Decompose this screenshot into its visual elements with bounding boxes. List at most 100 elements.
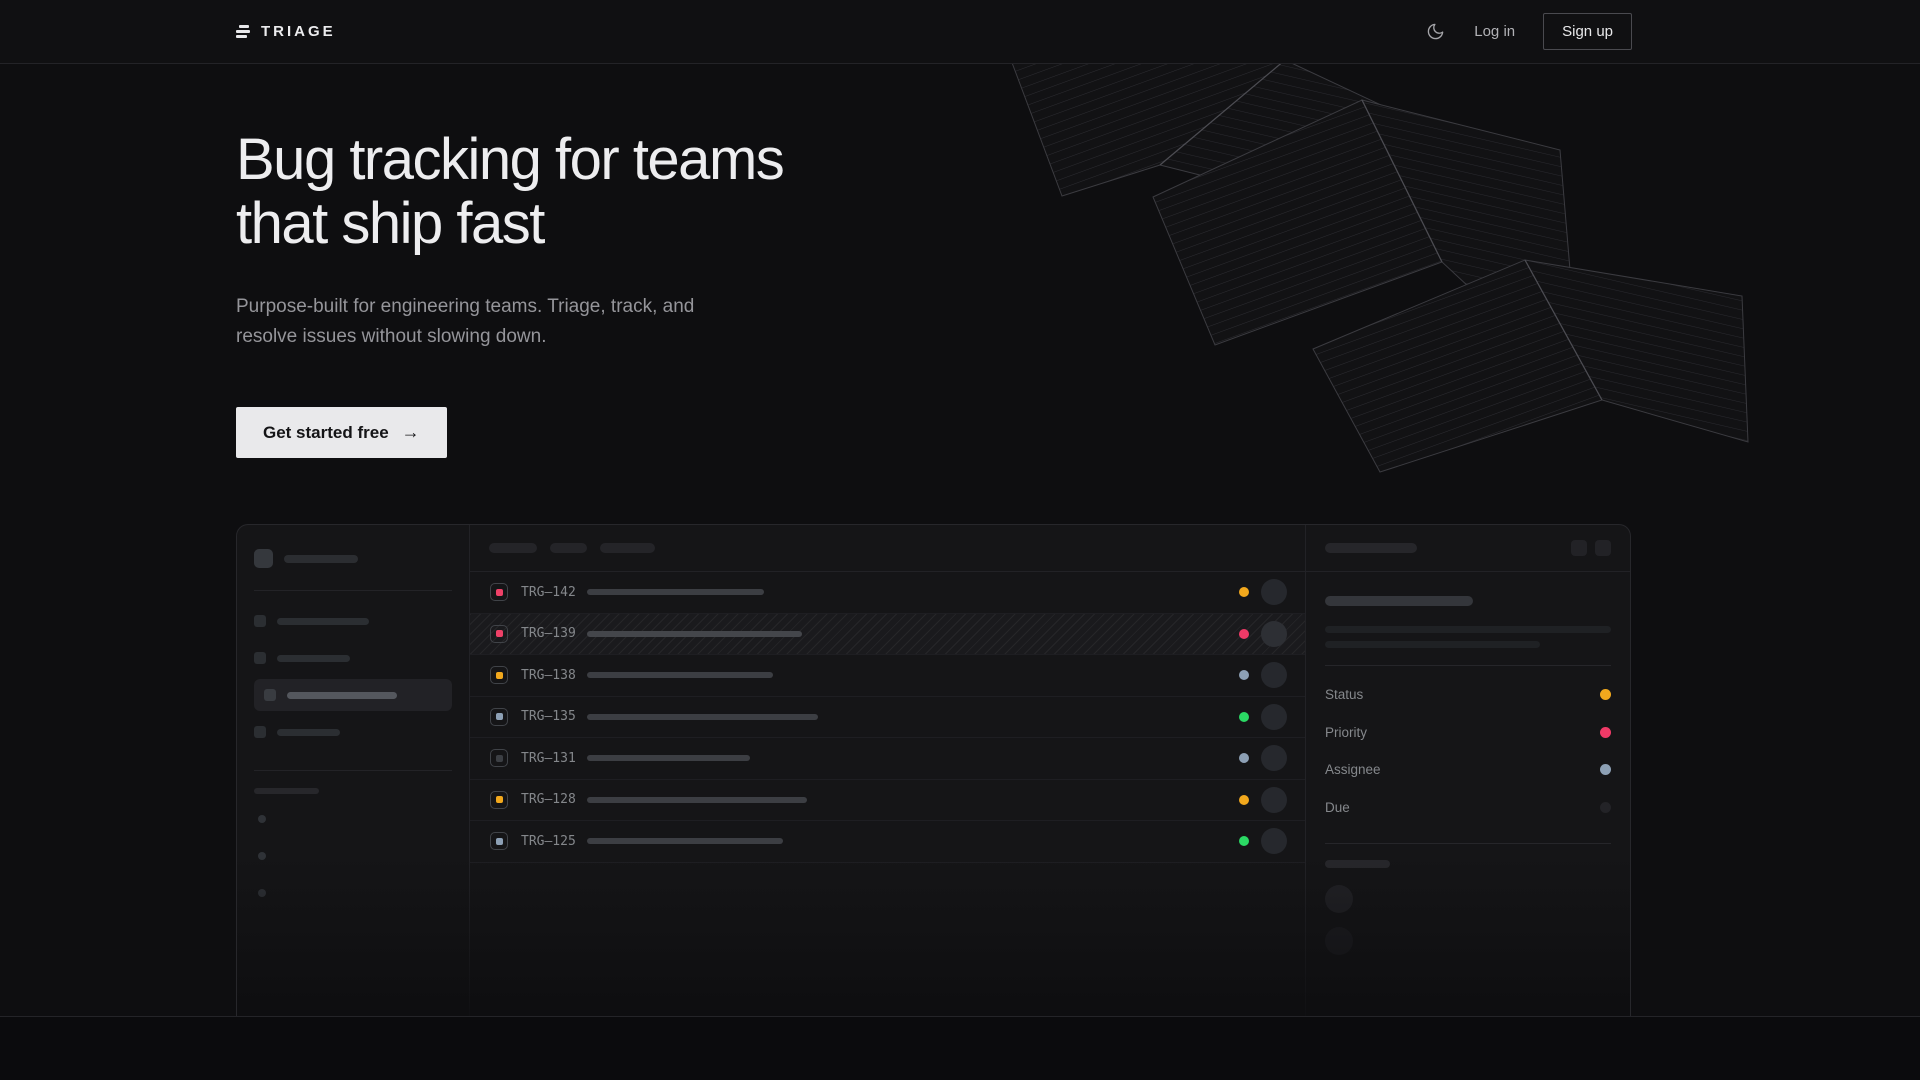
get-started-label: Get started free	[263, 422, 389, 442]
next-section-strip	[0, 1016, 1920, 1080]
issue-type-icon	[490, 707, 508, 726]
issue-title-skeleton	[587, 796, 807, 803]
sidebar-item-skeleton	[244, 716, 462, 748]
field-value-dot	[1600, 689, 1611, 701]
skeleton-bar	[277, 728, 340, 736]
skeleton-bar	[287, 691, 397, 699]
nav-actions: Log in Sign up	[1426, 13, 1632, 50]
arrow-right-icon: →	[401, 422, 420, 442]
detail-panel-body: Status Priority Assignee Due	[1306, 572, 1630, 955]
sidebar-item-icon	[264, 689, 276, 701]
divider	[1325, 665, 1611, 666]
skeleton-pill	[489, 543, 537, 553]
top-navigation: TRIAGE Log in Sign up	[0, 0, 1920, 64]
issue-id: TRG–139	[521, 626, 576, 642]
issue-id: TRG–125	[521, 833, 576, 849]
assignee-avatar	[1261, 828, 1287, 855]
issue-row: TRG–128	[470, 780, 1305, 821]
field-label: Priority	[1325, 724, 1368, 740]
skeleton-bar	[1325, 860, 1390, 868]
detail-fields: Status Priority Assignee Due	[1325, 676, 1611, 826]
list-bullet-dot	[258, 889, 266, 897]
field-value-dot	[1600, 764, 1611, 776]
issue-type-color	[495, 796, 503, 804]
avatar	[1325, 927, 1353, 955]
skeleton-bar	[1325, 641, 1540, 648]
issue-type-icon	[490, 666, 508, 685]
skeleton-bar	[1325, 596, 1473, 606]
issue-title-skeleton	[587, 755, 750, 762]
workspace-icon	[254, 549, 273, 568]
divider	[254, 590, 452, 591]
issue-rows: TRG–142 TRG–139	[470, 572, 1305, 863]
panel-action-icon	[1595, 540, 1611, 556]
brand-name: TRIAGE	[261, 23, 336, 40]
issue-type-icon	[490, 624, 508, 643]
issue-type-icon	[490, 790, 508, 809]
issue-type-color	[495, 671, 503, 679]
sidebar-item-skeleton	[244, 605, 462, 637]
issue-status-dot	[1239, 670, 1249, 681]
issue-id: TRG–135	[521, 709, 576, 725]
issue-status-dot	[1239, 794, 1249, 805]
detail-field-row: Assignee	[1325, 751, 1611, 789]
skeleton-bar	[277, 654, 350, 662]
issue-status-dot	[1239, 836, 1249, 847]
assignee-avatar	[1261, 662, 1287, 689]
assignee-avatar	[1261, 786, 1287, 813]
sidebar-item-icon	[254, 615, 266, 627]
app-preview-mockup: TRG–142 TRG–139	[236, 524, 1631, 1016]
theme-toggle-button[interactable]	[1426, 22, 1446, 42]
assignee-avatar	[1261, 703, 1287, 730]
sidebar-nav-skeleton	[254, 605, 452, 748]
mockup-issue-list: TRG–142 TRG–139	[470, 525, 1305, 1016]
issue-status-dot	[1239, 711, 1249, 722]
field-value-dot	[1600, 801, 1611, 813]
issue-type-icon	[490, 832, 508, 851]
mockup-sidebar	[237, 525, 470, 1016]
hero-subtitle: Purpose-built for engineering teams. Tri…	[236, 296, 695, 347]
issue-id: TRG–142	[521, 584, 576, 600]
issue-type-color	[495, 630, 503, 638]
avatar	[1325, 885, 1353, 913]
panel-action-buttons	[1571, 540, 1611, 556]
sidebar-item-icon	[254, 726, 266, 738]
assignee-avatar	[1261, 620, 1287, 647]
panel-action-icon	[1571, 540, 1587, 556]
issue-list-header	[470, 525, 1305, 572]
sign-up-button[interactable]: Sign up	[1543, 13, 1632, 50]
issue-type-color	[495, 837, 503, 845]
issue-type-color	[495, 754, 503, 762]
skeleton-bar	[284, 554, 358, 563]
sidebar-item-icon	[254, 652, 266, 664]
issue-type-color	[495, 588, 503, 596]
issue-type-icon	[490, 583, 508, 602]
log-in-link[interactable]: Log in	[1474, 23, 1516, 40]
issue-row: TRG–135	[470, 697, 1305, 738]
issue-title-skeleton	[587, 589, 764, 596]
divider	[1325, 843, 1611, 844]
sidebar-item-skeleton-active	[254, 679, 452, 711]
sidebar-item-skeleton	[244, 642, 462, 674]
issue-id: TRG–128	[521, 792, 576, 808]
issue-status-dot	[1239, 753, 1249, 764]
moon-icon	[1427, 23, 1444, 40]
list-bullet-dot	[258, 852, 266, 860]
issue-id: TRG–131	[521, 750, 576, 766]
issue-status-dot	[1239, 587, 1249, 598]
skeleton-bar	[254, 788, 319, 794]
assignee-avatar	[1261, 745, 1287, 772]
field-label: Assignee	[1325, 762, 1381, 778]
detail-field-row: Status	[1325, 676, 1611, 714]
brand-logo[interactable]: TRIAGE	[236, 23, 336, 40]
divider	[254, 770, 452, 771]
list-bullet-dot	[258, 815, 266, 823]
get-started-button[interactable]: Get started free →	[236, 407, 447, 458]
issue-row: TRG–139	[470, 613, 1305, 655]
field-value-dot	[1600, 726, 1611, 738]
skeleton-bar	[1325, 543, 1417, 553]
issue-title-skeleton	[587, 672, 773, 679]
skeleton-bar	[277, 617, 369, 625]
